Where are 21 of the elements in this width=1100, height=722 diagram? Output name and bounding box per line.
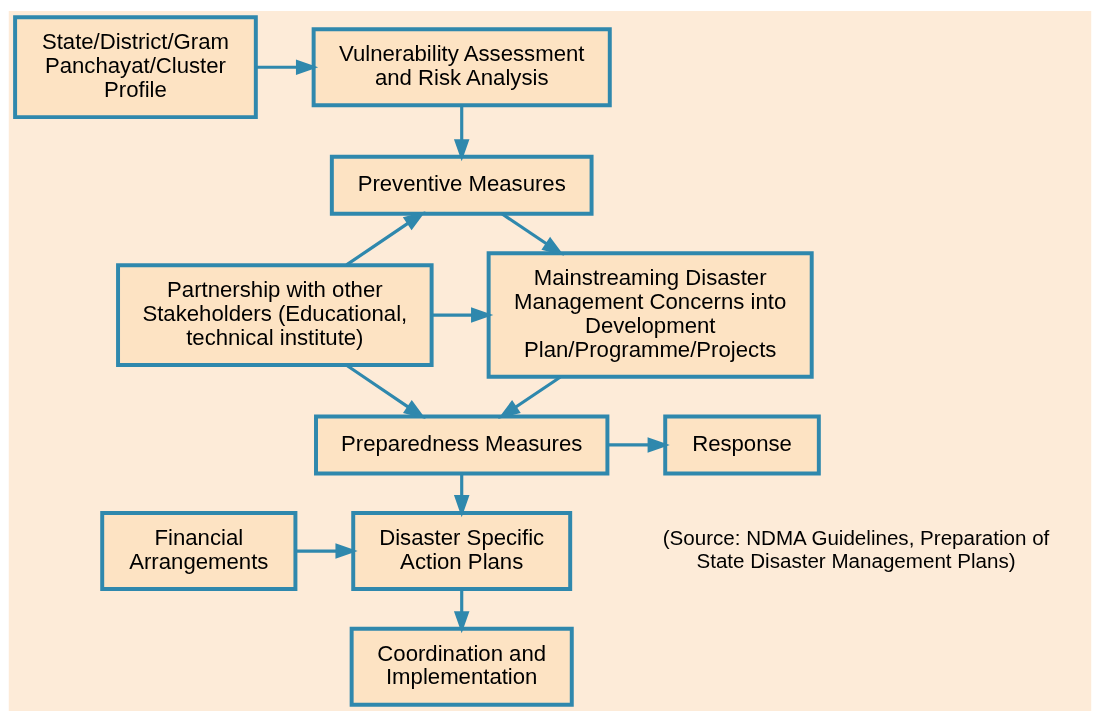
arrow bbox=[498, 375, 562, 419]
arrow bbox=[453, 473, 470, 518]
arrow bbox=[607, 437, 670, 453]
node-box: Partnership with other Stakeholders (Educational, technical institute) bbox=[116, 263, 434, 367]
node-box: Disaster Specific Action Plans bbox=[351, 511, 573, 592]
arrow bbox=[453, 105, 470, 162]
node-box: Mainstreaming Disaster Management Concerns into Development Plan/Programme/Projects bbox=[486, 251, 814, 379]
label: (Source: NDMA Guidelines, Preparation of State Disaster Management Plans) bbox=[662, 526, 1050, 572]
node-box: Preventive Measures bbox=[329, 154, 594, 216]
arrow bbox=[453, 589, 470, 634]
arrow bbox=[501, 212, 565, 256]
arrow bbox=[345, 211, 426, 267]
arrow bbox=[295, 543, 358, 559]
arrow bbox=[255, 59, 319, 75]
node-box: Vulnerability Assessment and Risk Analysis bbox=[311, 27, 612, 108]
node-box: State/District/Gram Panchayat/Cluster Profile bbox=[13, 15, 258, 120]
arrow bbox=[431, 307, 494, 323]
node-box: Financial Arrangements bbox=[100, 511, 298, 592]
node-box: Response bbox=[663, 414, 821, 476]
node-box: Preparedness Measures bbox=[314, 414, 610, 476]
node-box: Coordination and Implementation bbox=[349, 626, 574, 707]
